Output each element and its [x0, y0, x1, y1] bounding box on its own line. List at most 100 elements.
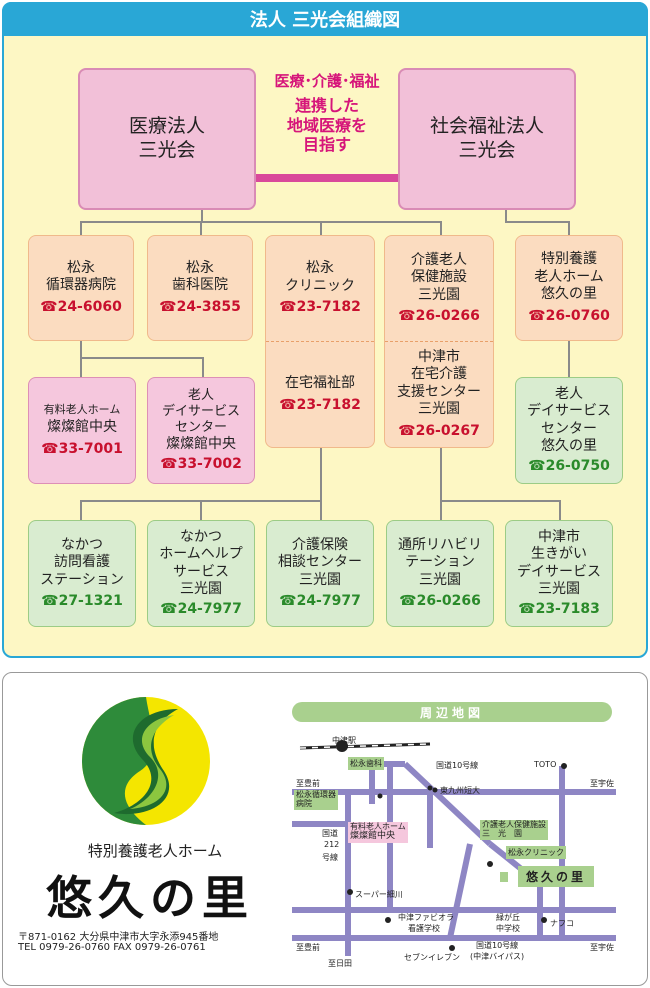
map-label-route212: 国道	[322, 829, 338, 838]
phone-number: ☎24-7977	[160, 600, 242, 617]
facility-matsunaga-clinic: 松永 クリニック ☎23-7182 在宅福祉部 ☎23-7182	[265, 235, 375, 448]
facility-name: デイサービス	[527, 403, 611, 420]
facility-name: 松永	[186, 259, 214, 276]
map-label-route212: 212	[324, 840, 340, 849]
connector	[202, 357, 204, 377]
connector	[80, 357, 204, 359]
connector	[440, 221, 442, 235]
connector	[80, 500, 82, 520]
map-title-bar: 周辺地図	[292, 702, 612, 722]
map-label-to-hita: 至日田	[328, 959, 352, 968]
connector	[505, 208, 507, 222]
facility-name: 相談センター	[278, 554, 362, 570]
phone-number: ☎24-3855	[159, 298, 241, 315]
facility-name-title: 悠久の里	[46, 871, 254, 925]
map-tag-text: 有料老人ホーム	[350, 822, 406, 831]
phone-number: ☎26-0267	[398, 422, 480, 439]
map-tag-dental: 松永歯科	[348, 757, 384, 770]
map-tag-yukyu: 悠久の里	[518, 866, 595, 887]
map-points	[336, 740, 567, 951]
facility-name: クリニック	[284, 277, 355, 294]
org-name: 三光会	[458, 139, 516, 161]
connector	[559, 500, 561, 520]
yukyu-logo-icon	[82, 697, 210, 825]
facility-name: デイサービス	[517, 563, 601, 580]
phone-number: ☎24-7977	[279, 593, 361, 609]
map-label-to-usa: 至宇佐	[590, 779, 614, 788]
org-name: 医療法人	[128, 115, 205, 138]
connector	[80, 221, 442, 223]
facility-name: 生きがい	[531, 546, 587, 563]
facility-matsunaga-cardio-hospital: 松永 循環器病院 ☎24-6060	[28, 235, 134, 341]
org-welfare-corporation: 社会福祉法人 三光会	[398, 68, 576, 210]
map-label-seven: セブンイレブン	[404, 953, 460, 962]
map-label-super: スーパー細川	[355, 890, 403, 899]
map-label-to-buzen: 至豊前	[296, 943, 320, 952]
facility-name: なかつ	[61, 536, 103, 553]
map-label-route212: 号線	[322, 853, 338, 862]
map-label-to-usa: 至宇佐	[590, 943, 614, 952]
facility-name: 中津市	[418, 348, 460, 365]
facility-rehab-sankoen: 通所リハビリ テーション 三光園 ☎26-0266	[386, 520, 494, 627]
phone-number: ☎26-0266	[399, 593, 481, 609]
facility-name: デイサービス	[161, 403, 240, 419]
clinic-section: 松永 クリニック ☎23-7182	[279, 236, 361, 341]
org-medical-corporation: 医療法人 三光会	[78, 68, 256, 210]
map-label-bypass: 国道10号線	[476, 941, 519, 950]
phone-number: ☎23-7182	[279, 299, 361, 316]
facility-name: センター	[541, 420, 597, 437]
connector	[200, 221, 202, 235]
connector	[201, 210, 203, 222]
connector	[440, 500, 560, 502]
connector	[505, 221, 569, 223]
map-label-tandai: 東九州短大	[440, 786, 480, 795]
facility-name: 特別養護	[541, 251, 597, 267]
connector	[80, 341, 82, 377]
mission-statement: 医療･介護･福祉 連携した 地域医療を 目指す	[256, 72, 398, 155]
area-map	[292, 740, 616, 956]
facility-matsunaga-dental: 松永 歯科医院 ☎24-3855	[147, 235, 253, 341]
map-title: 周辺地図	[419, 705, 484, 720]
facility-name: 三光園	[299, 571, 341, 588]
facility-name: 老人ホーム	[534, 268, 604, 285]
phone-number: ☎24-6060	[40, 298, 122, 315]
facility-name: 燦燦館中央	[166, 436, 236, 453]
facility-name: 介護老人	[410, 251, 467, 268]
yukyu-marker	[500, 872, 508, 882]
facility-name: サービス	[173, 563, 229, 580]
facility-yukyu-nursing-home: 特別養護 老人ホーム 悠久の里 ☎26-0760	[515, 235, 623, 341]
facility-name: テーション	[405, 554, 475, 570]
map-label-fabiola: 看護学校	[408, 924, 440, 933]
map-tag-text: 病院	[296, 798, 312, 808]
facility-nakatsu-nursing-station: なかつ 訪問看護 ステーション ☎27-1321	[28, 520, 136, 627]
map-tag-text: 三 光 園	[482, 828, 522, 838]
map-label-to-buzen: 至豊前	[296, 779, 320, 788]
facility-sankoen-health: 介護老人 保健施設 三光園 ☎26-0266 中津市 在宅介護 支援センター 三…	[384, 235, 494, 448]
phone-number: ☎33-7002	[160, 455, 242, 472]
facility-name: 松永	[67, 259, 95, 276]
map-label-route10: 国道10号線	[436, 761, 479, 770]
map-tag-hospital: 松永循環器 病院	[294, 790, 338, 810]
facility-care-insurance-consult: 介護保険 相談センター 三光園 ☎24-7977	[266, 520, 374, 627]
facility-name: ホームヘルプ	[159, 546, 243, 563]
connector	[568, 341, 570, 377]
connector	[440, 500, 442, 520]
phone-number: ☎26-0750	[528, 457, 610, 474]
facility-name: 在宅介護	[411, 366, 467, 383]
facility-subtitle: 特別養護老人ホーム	[87, 842, 223, 860]
facility-sansankan-residence: 有料老人ホーム 燦燦館中央 ☎33-7001	[28, 377, 136, 484]
org-name: 社会福祉法人	[429, 115, 544, 138]
facility-name: 中津市	[538, 528, 580, 545]
connector	[568, 221, 570, 235]
facility-name: 循環器病院	[46, 277, 116, 294]
facility-name: 松永	[305, 260, 334, 277]
mission-text: 目指す	[302, 135, 351, 155]
facility-name: 老人	[187, 387, 214, 403]
mission-text: 連携した	[294, 96, 359, 116]
health-section: 介護老人 保健施設 三光園 ☎26-0266	[398, 236, 480, 341]
facility-address: 〒871-0162 大分県中津市大字永添945番地	[18, 932, 219, 943]
facility-nakatsu-homehelp: なかつ ホームヘルプ サービス 三光園 ☎24-7977	[147, 520, 255, 627]
facility-name: 介護保険	[292, 536, 348, 553]
facility-name: 悠久の里	[541, 438, 597, 455]
facility-name: なかつ	[180, 528, 222, 545]
